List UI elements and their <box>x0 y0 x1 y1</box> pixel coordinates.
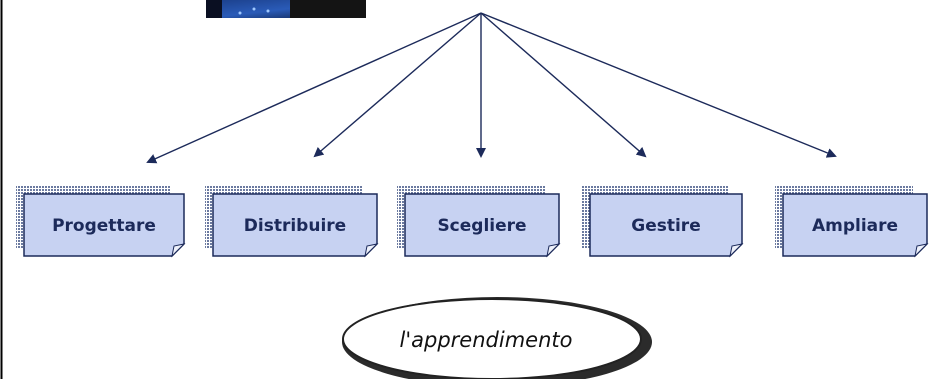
box-shadow <box>397 186 545 248</box>
arrow-2 <box>313 12 482 158</box>
folded-corner <box>546 243 561 258</box>
box-gestire: Gestire <box>582 186 744 258</box>
center-oval: l'apprendimento <box>342 297 652 379</box>
box-label: Gestire <box>631 216 700 236</box>
photo-thumbnail <box>206 0 366 18</box>
folded-corner <box>729 243 744 258</box>
arrow-4 <box>480 12 647 158</box>
arrow-group <box>146 12 837 164</box>
box-shadow <box>205 186 363 248</box>
oval-body <box>342 298 642 379</box>
folded-corner <box>364 243 379 258</box>
box-label: Progettare <box>52 216 156 236</box>
arrow-1 <box>146 12 482 164</box>
box-progettare: Progettare <box>16 186 186 258</box>
box-shadow <box>775 186 913 248</box>
box-label: Scegliere <box>437 216 526 236</box>
box-shadow <box>16 186 170 248</box>
box-scegliere: Scegliere <box>397 186 561 258</box>
box-group: Progettare Distribuire Scegliere Gestire Amp… <box>16 186 929 258</box>
center-label: l'apprendimento <box>400 328 573 352</box>
folded-corner <box>171 243 186 258</box>
box-shadow <box>582 186 728 248</box>
arrow-5 <box>480 12 837 158</box>
box-label: Ampliare <box>812 216 898 236</box>
box-ampliare: Ampliare <box>775 186 929 258</box>
box-distribuire: Distribuire <box>205 186 379 258</box>
folded-corner <box>914 243 929 258</box>
box-label: Distribuire <box>244 216 346 236</box>
